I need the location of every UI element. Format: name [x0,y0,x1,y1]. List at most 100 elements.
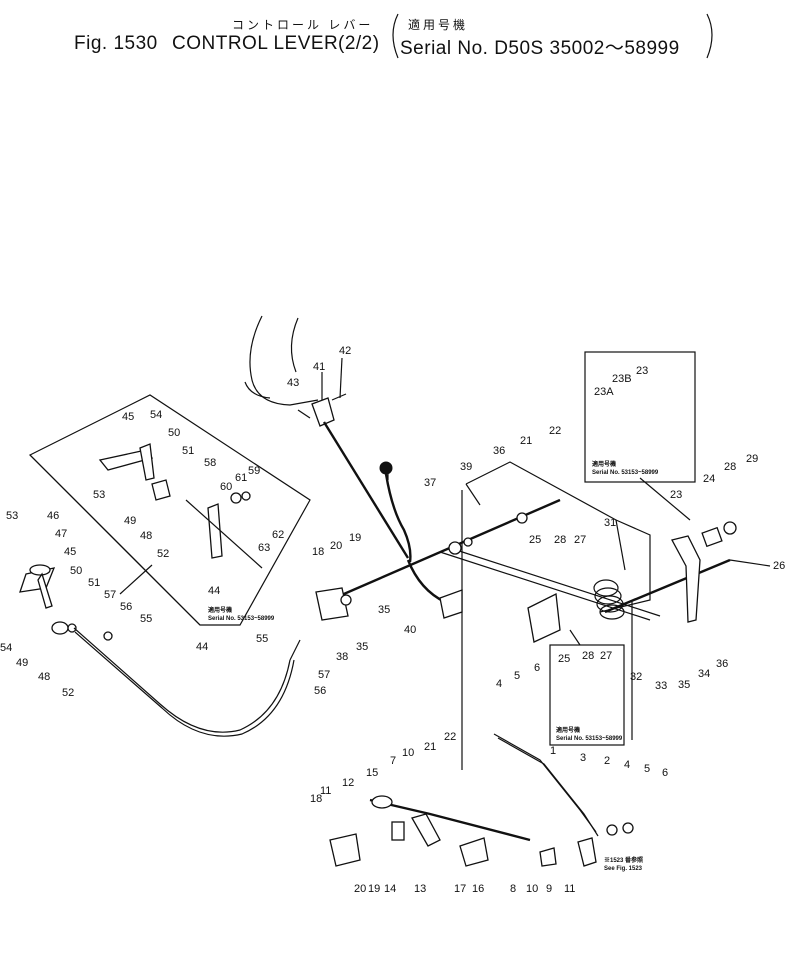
bracket-26 [527,593,561,643]
callout-32: 32 [630,671,642,683]
callout-41: 39 [460,461,472,473]
callout-43: 41 [313,361,325,373]
leader-lines [119,357,691,770]
lower-assembly [329,733,634,867]
callout-23-inset: 23 [636,365,648,377]
control-lever-rod [297,393,410,559]
callout-17: 17 [454,883,466,895]
callout-28-inset: 28 [582,650,594,662]
callout-28: 28 [554,534,566,546]
bushing-40 [340,594,352,606]
callout-21-top: 21 [520,435,532,447]
callout-6: 6 [662,767,668,779]
callout-38: 36 [493,445,505,457]
callout-5: 5 [644,763,650,775]
callout-21: 21 [424,741,436,753]
callout-55-inset: 53 [93,489,105,501]
callout-22-top: 22 [549,425,561,437]
callout-39: 37 [424,477,436,489]
inset-left-parts [98,443,263,569]
callout-37-b: 35 [356,641,368,653]
callout-18: 18 [310,793,322,805]
seat-outline [244,315,319,406]
callout-9: 9 [546,883,552,895]
mid-right-inset-box [549,644,625,746]
callout-19: 19 [368,883,380,895]
callout-51-inset: 49 [124,515,136,527]
callout-57: 55 [140,613,152,625]
callout-48: 46 [47,510,59,522]
callout-6-upper: 6 [534,662,540,674]
figure-header: コントロール レバー Fig. 1530 CONTROL LEVER (2/2)… [0,0,791,70]
callout-33: 33 [655,680,667,692]
callout-labels: 42 41 43 23 23B 23A 21 22 39 36 37 29 28… [0,345,785,895]
callout-10-upper: 10 [402,747,414,759]
callout-27: 27 [574,534,586,546]
callout-54: 52 [62,687,74,699]
callout-12: 12 [342,777,354,789]
bracket-18-upper [315,587,349,621]
callout-22: 22 [444,731,456,743]
callout-10: 10 [526,883,538,895]
callout-53-inset: 51 [182,445,194,457]
callout-4-upper: 4 [496,678,502,690]
callout-4: 4 [624,759,630,771]
serial-japanese: 適用号機 [408,18,469,32]
callout-25: 26 [773,560,785,572]
serial-range: Serial No. D50S 35002～58999 [400,38,680,59]
transmission-case [461,461,651,640]
callout-49: 47 [55,528,67,540]
callout-20: 20 [354,883,366,895]
left-assembly [19,564,301,737]
callout-52-inset: 50 [168,427,180,439]
callout-61: 59 [248,465,260,477]
callout-31: 31 [604,517,616,529]
left-inset-box [28,394,311,626]
callout-59-right: 57 [318,669,330,681]
callout-11-left: 11 [320,785,331,797]
callout-1: 1 [550,745,556,757]
callout-3: 3 [580,752,586,764]
callout-23A: 23A [594,386,614,398]
callout-53: 51 [88,577,100,589]
callout-45: 43 [287,377,299,389]
top-right-inset-box [584,351,696,483]
callout-64: 62 [272,529,284,541]
callout-47-inset: 45 [122,411,134,423]
bracket-42 [439,589,463,619]
callout-58-right: 56 [314,685,326,697]
callout-8: 8 [510,883,516,895]
callout-47: 45 [64,546,76,558]
callout-15: 15 [366,767,378,779]
callout-58: 56 [120,601,132,613]
callout-65: 63 [258,542,270,554]
callout-7: 7 [390,755,396,767]
callout-14: 14 [384,883,396,895]
callout-50-inset: 48 [140,530,152,542]
callout-37-a: 35 [378,604,390,616]
callout-26-inset: 25 [558,653,570,665]
callout-50: 48 [38,671,50,683]
callout-29: 28 [724,461,736,473]
figure-number: Fig. 1530 [74,33,158,54]
callout-60: 58 [204,457,216,469]
callout-19-upper: 19 [349,532,361,544]
callout-11: 11 [564,883,575,895]
callout-55: 53 [6,510,18,522]
callout-35: 35 [678,679,690,691]
callout-24: 24 [703,473,715,485]
callout-27-inset: 27 [600,650,612,662]
page-fraction: (2/2) [338,33,380,54]
callout-34: 34 [698,668,710,680]
callout-5-upper: 5 [514,670,520,682]
callout-30: 29 [746,453,758,465]
callout-62: 60 [220,481,232,493]
callout-56-inset: 54 [150,409,162,421]
callout-59: 57 [104,589,116,601]
callout-57-right: 55 [256,633,268,645]
callout-23B: 23B [612,373,632,385]
callout-36: 36 [716,658,728,670]
